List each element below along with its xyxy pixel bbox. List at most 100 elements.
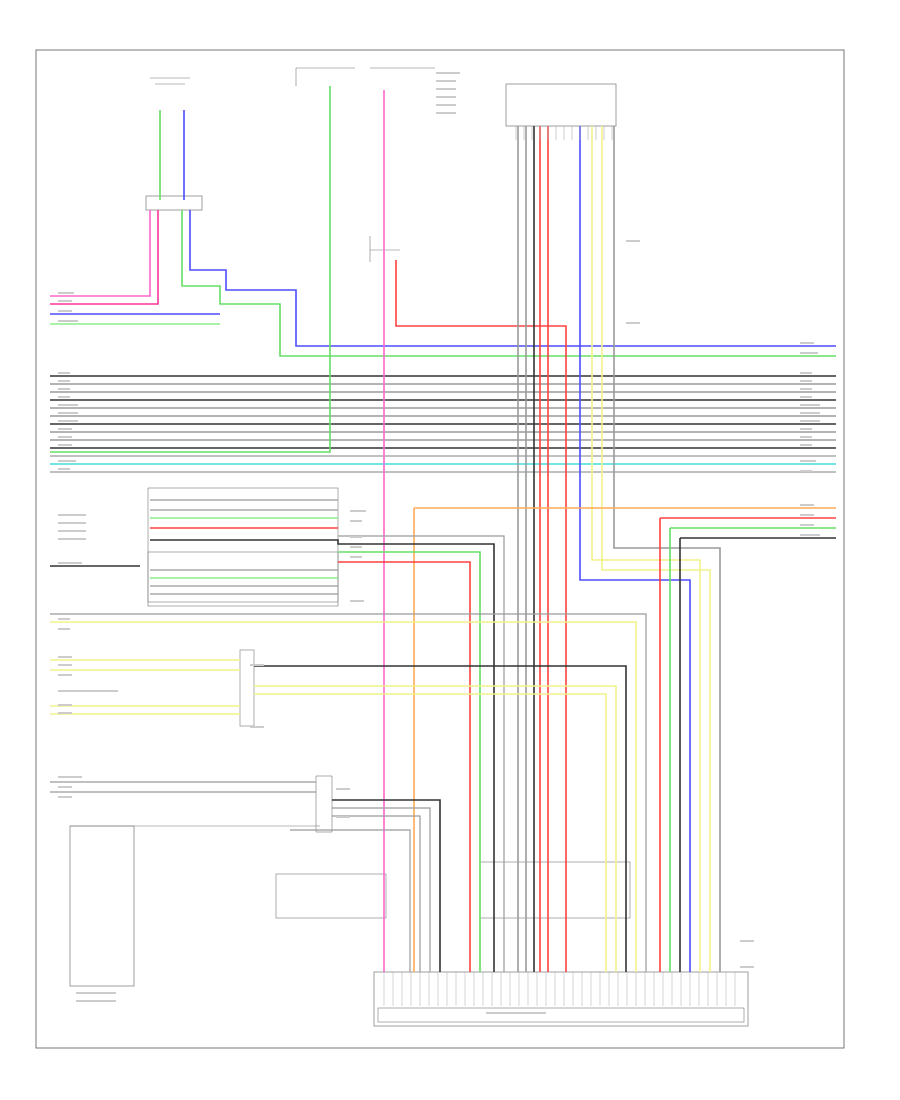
illegible-label-mark bbox=[58, 310, 72, 312]
illegible-label-mark bbox=[58, 712, 72, 714]
illegible-label-mark bbox=[76, 1000, 116, 1002]
illegible-label-mark bbox=[486, 1012, 546, 1014]
wire-61 bbox=[254, 693, 607, 972]
wire-49 bbox=[338, 561, 471, 972]
illegible-label-mark bbox=[250, 664, 264, 666]
illegible-label-mark bbox=[58, 320, 78, 322]
wire-5 bbox=[189, 210, 836, 347]
illegible-label-mark bbox=[800, 504, 814, 506]
illegible-label-mark bbox=[336, 816, 350, 818]
wire-50 bbox=[338, 551, 481, 972]
wire-56 bbox=[50, 621, 637, 972]
illegible-label-mark bbox=[58, 562, 82, 564]
wire-4 bbox=[50, 210, 159, 305]
illegible-label-mark bbox=[58, 292, 74, 294]
illegible-label-mark bbox=[350, 546, 362, 548]
illegible-label-mark bbox=[436, 80, 456, 82]
illegible-label-mark bbox=[58, 468, 70, 470]
illegible-label-mark bbox=[58, 396, 70, 398]
illegible-label-mark bbox=[58, 514, 86, 516]
wire-31 bbox=[591, 126, 701, 972]
illegible-label-mark bbox=[436, 104, 456, 106]
illegible-label-mark bbox=[58, 690, 118, 692]
illegible-label-mark bbox=[58, 776, 82, 778]
illegible-label-mark bbox=[58, 300, 72, 302]
illegible-label-mark bbox=[58, 664, 72, 666]
illegible-label-mark bbox=[800, 470, 812, 472]
wire-3 bbox=[50, 210, 151, 297]
wire-32 bbox=[601, 126, 711, 972]
illegible-label-mark bbox=[740, 940, 754, 942]
pin-ticks bbox=[383, 126, 736, 1006]
illegible-label-mark bbox=[58, 522, 86, 524]
illegible-label-mark bbox=[436, 96, 456, 98]
wires bbox=[50, 86, 836, 972]
illegible-label-mark bbox=[58, 404, 78, 406]
illegible-label-mark bbox=[800, 352, 818, 354]
mid-left-splice-block bbox=[147, 487, 339, 833]
wire-48 bbox=[338, 535, 505, 972]
illegible-label-mark bbox=[58, 786, 72, 788]
illegible-label-mark bbox=[58, 420, 78, 422]
top-connector-left bbox=[145, 77, 203, 211]
illegible-label-mark bbox=[58, 460, 76, 462]
illegible-label-mark bbox=[800, 372, 812, 374]
illegible-label-mark bbox=[800, 460, 816, 462]
illegible-label-mark bbox=[250, 726, 264, 728]
illegible-label-mark bbox=[800, 404, 820, 406]
illegible-label-mark bbox=[58, 372, 70, 374]
illegible-label-mark bbox=[800, 380, 812, 382]
illegible-label-mark bbox=[58, 444, 72, 446]
wire-47 bbox=[150, 539, 495, 972]
illegible-label-mark bbox=[58, 656, 72, 658]
illegible-label-mark bbox=[58, 436, 72, 438]
wire-69 bbox=[290, 829, 411, 972]
illegible-label-mark bbox=[350, 600, 364, 602]
tiny-labels bbox=[58, 72, 820, 1014]
wire-67 bbox=[332, 807, 431, 972]
illegible-label-mark bbox=[58, 618, 70, 620]
illegible-label-mark bbox=[58, 530, 86, 532]
illegible-label-mark bbox=[800, 524, 814, 526]
wire-59 bbox=[254, 665, 627, 972]
wire-55 bbox=[50, 613, 647, 972]
main-unit-connector bbox=[373, 971, 749, 1027]
center-lower-splice bbox=[275, 861, 631, 919]
illegible-label-mark bbox=[800, 420, 820, 422]
illegible-label-mark bbox=[58, 628, 70, 630]
wire-22 bbox=[50, 86, 331, 453]
illegible-label-mark bbox=[58, 388, 70, 390]
illegible-label-mark bbox=[800, 388, 812, 390]
top-connector-center bbox=[295, 67, 435, 262]
illegible-label-mark bbox=[58, 704, 72, 706]
illegible-label-mark bbox=[800, 342, 814, 344]
illegible-label-mark bbox=[800, 436, 812, 438]
wire-33 bbox=[613, 126, 721, 972]
illegible-label-mark bbox=[336, 788, 350, 790]
illegible-label-mark bbox=[436, 112, 456, 114]
wire-24 bbox=[395, 260, 567, 972]
illegible-label-mark bbox=[58, 412, 78, 414]
illegible-label-mark bbox=[800, 534, 820, 536]
left-lower-component bbox=[69, 825, 320, 987]
illegible-label-mark bbox=[350, 520, 362, 522]
illegible-label-mark bbox=[350, 556, 362, 558]
top-connector-right bbox=[505, 83, 617, 127]
illegible-label-mark bbox=[800, 412, 820, 414]
illegible-label-mark bbox=[626, 322, 640, 324]
illegible-label-mark bbox=[58, 428, 72, 430]
illegible-label-mark bbox=[800, 396, 812, 398]
illegible-label-mark bbox=[350, 510, 366, 512]
illegible-label-mark bbox=[350, 536, 362, 538]
wire-30 bbox=[579, 126, 691, 972]
illegible-label-mark bbox=[76, 992, 116, 994]
wire-60 bbox=[254, 685, 617, 972]
illegible-label-mark bbox=[626, 240, 640, 242]
wire-66 bbox=[332, 799, 441, 972]
wire-6 bbox=[181, 210, 836, 357]
diagram-frame bbox=[35, 49, 845, 1049]
illegible-label-mark bbox=[58, 796, 72, 798]
illegible-label-mark bbox=[800, 514, 814, 516]
illegible-label-mark bbox=[58, 538, 86, 540]
